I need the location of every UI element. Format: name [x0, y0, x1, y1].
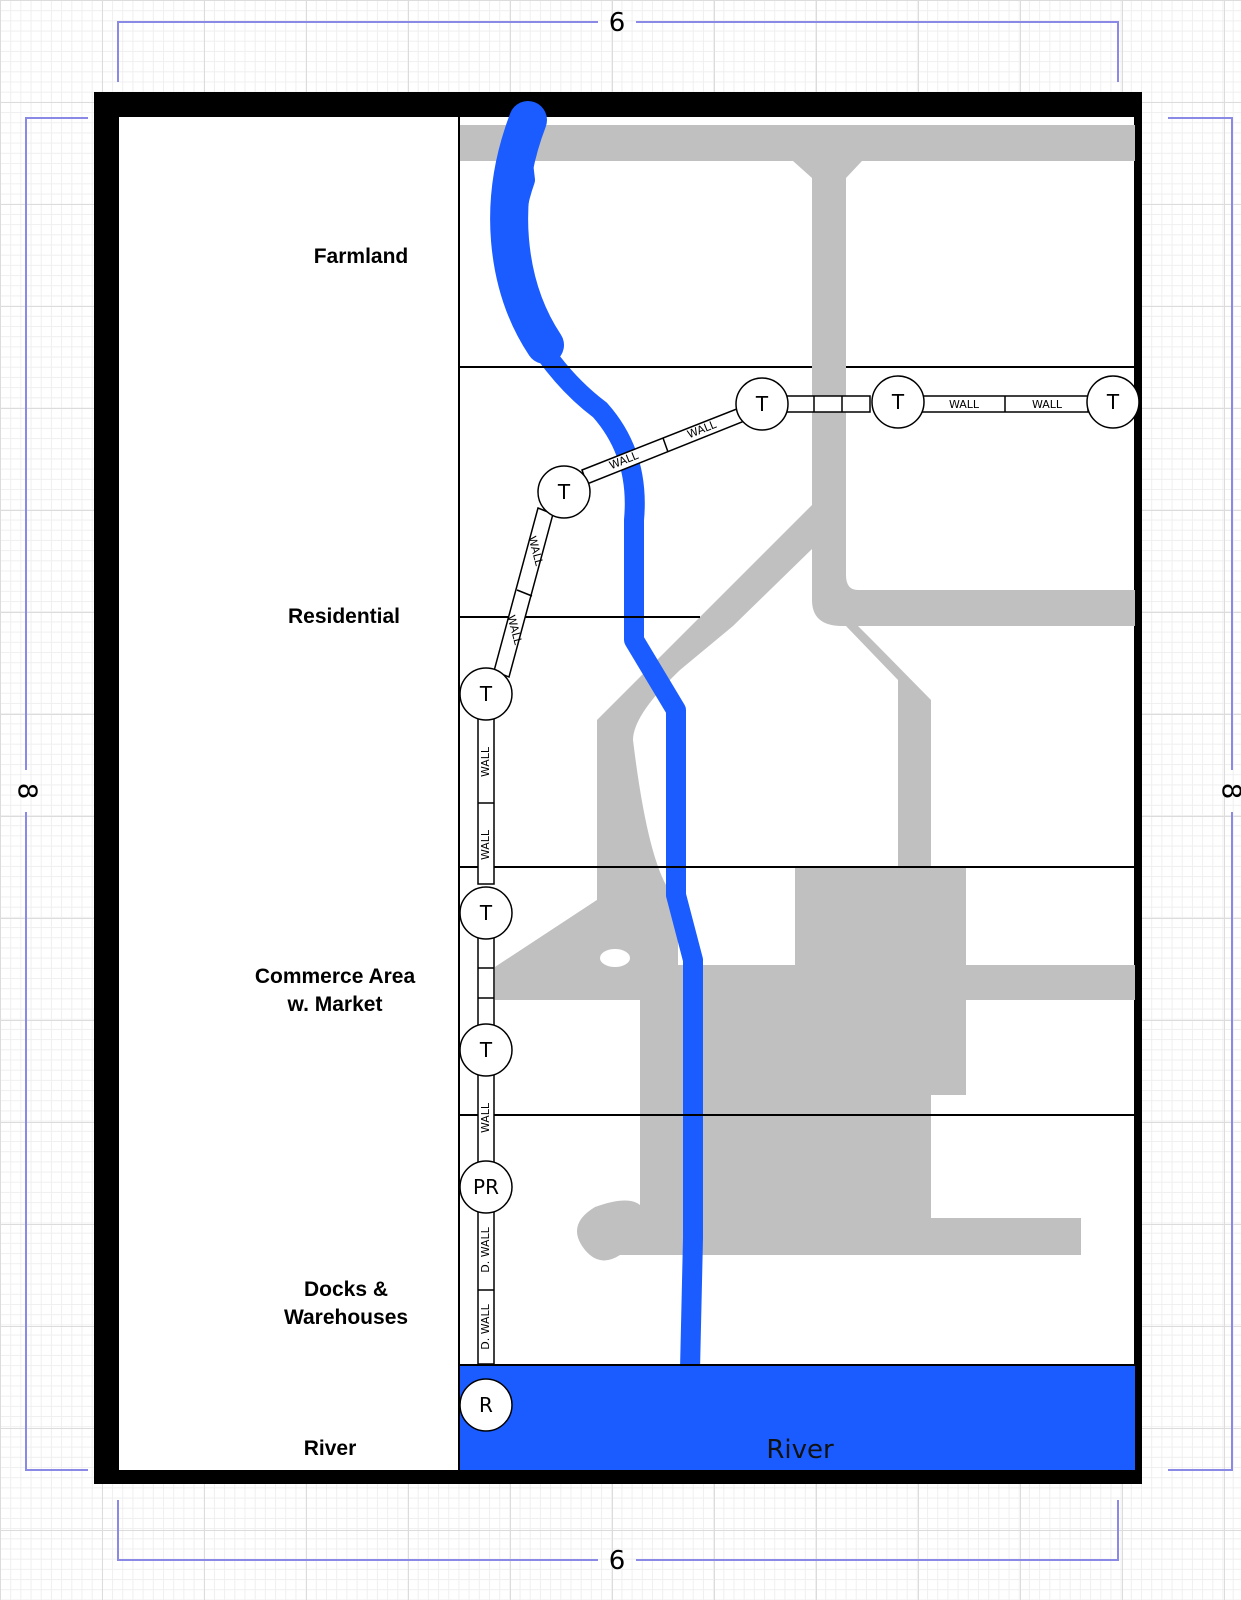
dock-wall-label: D. WALL: [479, 1226, 492, 1272]
tower-label: T: [479, 901, 493, 925]
zone-label-commerce: Commerce Area: [255, 965, 416, 988]
tower-marker: [459, 886, 513, 940]
road-island: [600, 949, 630, 967]
dimension-left-label: 8: [12, 783, 42, 800]
tower-marker: [459, 1023, 513, 1077]
river-area: [459, 1365, 1135, 1470]
tower-label: T: [1106, 390, 1120, 414]
tower-label: T: [479, 682, 493, 706]
dimension-right-label: 8: [1216, 783, 1241, 800]
road-island: [785, 572, 805, 586]
wall-label: WALL: [479, 1102, 492, 1133]
towers: [459, 375, 1140, 1432]
river-area-label: River: [766, 1435, 834, 1465]
tower-label: T: [891, 390, 905, 414]
zone-label-residential: Residential: [288, 605, 400, 628]
tower-label: T: [479, 1038, 493, 1062]
dimension-lines: [25, 21, 1233, 1561]
tower-marker: [871, 375, 925, 429]
dimension-bottom-label: 6: [609, 1546, 626, 1576]
tower-label: PR: [473, 1175, 499, 1199]
zone-label-farmland: Farmland: [314, 245, 409, 268]
walls: [477, 395, 1089, 1365]
tower-marker: [459, 1378, 513, 1432]
wall-label: WALL: [479, 746, 492, 777]
tower-marker: [537, 465, 591, 519]
tower-marker: [735, 377, 789, 431]
tower-marker: [1086, 375, 1140, 429]
tower-label: T: [557, 480, 571, 504]
stream-upper: [490, 101, 564, 364]
zone-label-commerce-line2: w. Market: [287, 993, 383, 1016]
zone-dividers: [458, 117, 1135, 1470]
zone-label-river: River: [304, 1437, 357, 1460]
dimension-top-label: 6: [609, 8, 626, 38]
zone-labels: Farmland Residential Commerce Area w. Ma…: [255, 245, 416, 1460]
zone-label-docks: Docks &: [304, 1278, 388, 1301]
wall-label: WALL: [1032, 398, 1063, 411]
tower-marker: [459, 667, 513, 721]
tower-label: T: [755, 392, 769, 416]
zone-label-docks-line2: Warehouses: [284, 1306, 408, 1329]
tower-marker: [459, 1160, 513, 1214]
wall-label: WALL: [479, 829, 492, 860]
tower-labels: T T T PR R T T T T: [473, 390, 1120, 1417]
tower-label: R: [479, 1393, 493, 1417]
dock-wall-label: D. WALL: [479, 1303, 492, 1349]
wall-label: WALL: [949, 398, 980, 411]
